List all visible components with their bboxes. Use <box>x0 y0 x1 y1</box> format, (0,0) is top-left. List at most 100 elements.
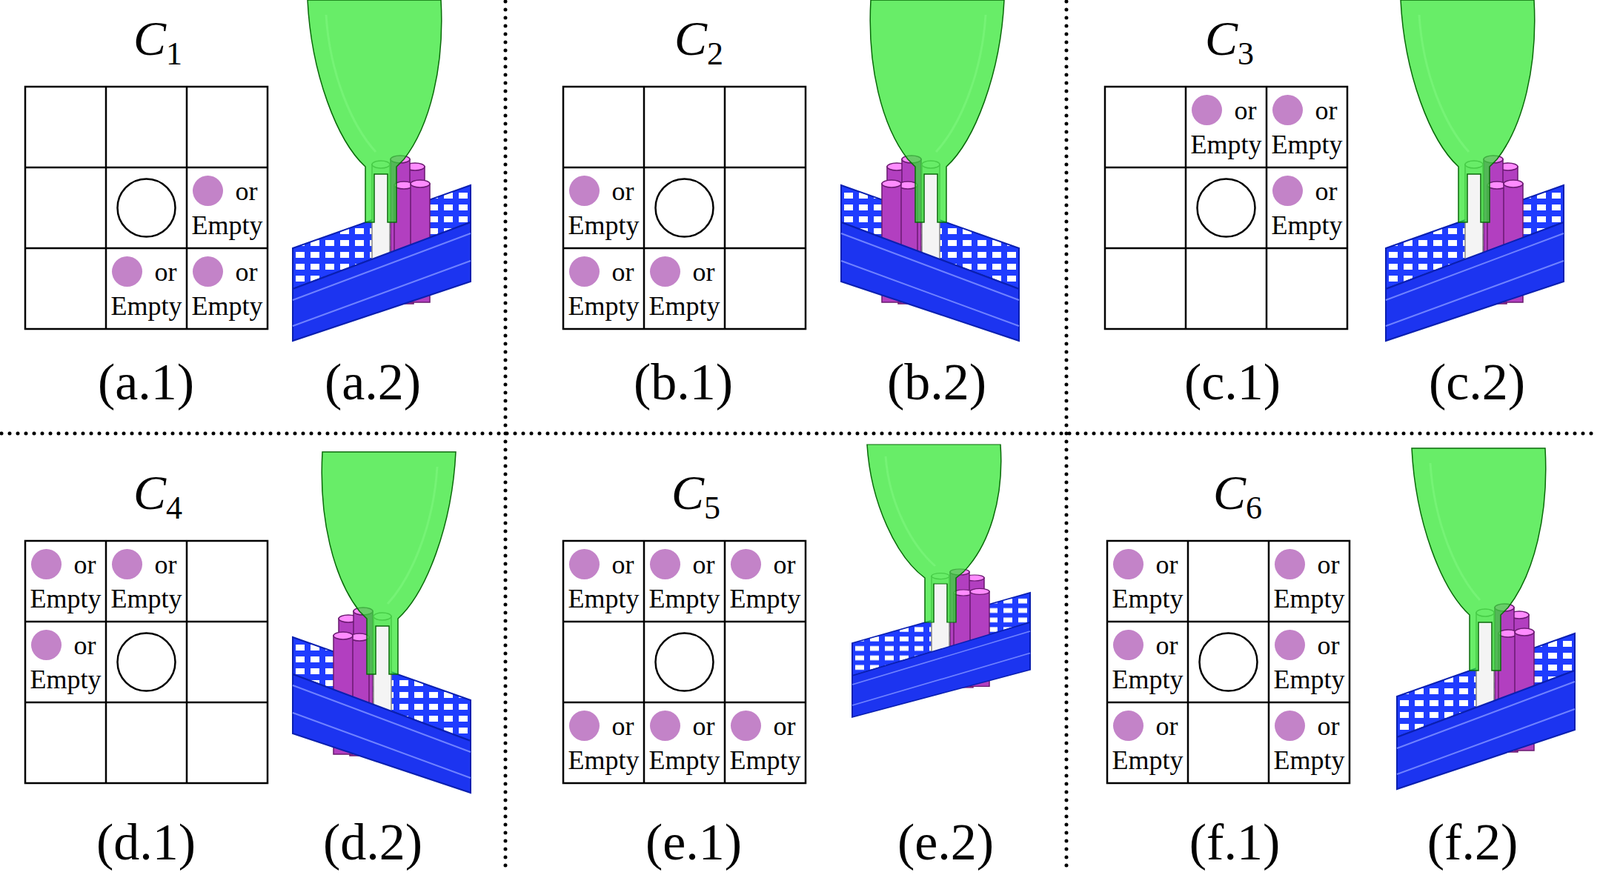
panel-label: (b.2) <box>887 356 987 409</box>
tube-marker <box>569 710 600 742</box>
tube-marker <box>730 549 762 580</box>
cell-text: or Empty <box>1266 86 1348 162</box>
tube-marker <box>31 629 62 661</box>
panel-label: (c.1) <box>1184 356 1281 409</box>
grid-cell: or Empty <box>644 702 725 784</box>
grid <box>1104 86 1348 330</box>
grid-cell: or Empty <box>1266 167 1348 249</box>
tube-marker <box>1191 94 1223 126</box>
tube-marker <box>1272 94 1303 126</box>
title-letter: C <box>133 465 167 520</box>
title-subscript: 3 <box>1237 35 1254 72</box>
cell-text: or Empty <box>724 540 806 616</box>
panel-label: (a.2) <box>324 356 421 409</box>
cell-text: or Empty <box>1107 702 1188 778</box>
panel-title: C4 <box>133 468 183 518</box>
tube-marker <box>192 256 224 287</box>
gripper-scene <box>1396 448 1575 790</box>
tube-marker <box>111 256 143 287</box>
grid-cell: or Empty <box>1107 702 1188 784</box>
cell-text: or Empty <box>105 248 187 324</box>
cell-text: or Empty <box>644 248 725 324</box>
tube-marker <box>1274 710 1306 742</box>
cell-text: or Empty <box>1266 167 1348 243</box>
grid-cell: or Empty <box>1185 86 1267 168</box>
title-subscript: 6 <box>1245 489 1263 527</box>
tube-marker <box>1113 629 1144 661</box>
grid-cell: or Empty <box>1268 621 1350 703</box>
tube-marker <box>569 175 600 207</box>
panel-label: (a.1) <box>97 356 195 409</box>
cell-text: or Empty <box>1268 621 1350 697</box>
grid-cell: or Empty <box>25 540 106 622</box>
grid <box>25 86 268 330</box>
panel-title: C6 <box>1213 468 1263 518</box>
tube-marker <box>31 549 62 580</box>
grid-cell: or Empty <box>105 248 187 330</box>
tube-marker <box>192 175 224 207</box>
panel-label: (f.1) <box>1189 816 1280 869</box>
tube-marker <box>1274 629 1306 661</box>
title-subscript: 4 <box>166 489 183 527</box>
panel-label: (b.1) <box>633 356 733 409</box>
grid-cell: or Empty <box>186 167 268 249</box>
tube-marker <box>1274 549 1306 580</box>
tube-marker <box>649 710 681 742</box>
grid-cell: or Empty <box>1268 540 1350 622</box>
grid-cell: or Empty <box>563 248 645 330</box>
grid-cell: or Empty <box>644 540 725 622</box>
title-subscript: 5 <box>704 489 721 527</box>
title-letter: C <box>133 11 167 66</box>
grid <box>1107 540 1350 784</box>
cell-text: or Empty <box>563 540 645 616</box>
tube-marker <box>1113 549 1144 580</box>
cell-text: or Empty <box>644 540 725 616</box>
grid-cell: or Empty <box>1266 86 1348 168</box>
tube-marker <box>1272 175 1303 207</box>
cell-text: or Empty <box>644 702 725 778</box>
title-subscript: 1 <box>166 35 183 72</box>
grid-cell: or Empty <box>644 248 725 330</box>
panel-label: (e.1) <box>645 816 742 869</box>
grid-cell: or Empty <box>724 540 806 622</box>
grid-cell: or Empty <box>25 621 106 703</box>
panel-title: C5 <box>671 468 721 518</box>
cell-text: or Empty <box>105 540 187 616</box>
gripper-scene <box>852 444 1031 718</box>
grid-cell: or Empty <box>1268 702 1350 784</box>
title-letter: C <box>674 11 707 66</box>
gripper-scene <box>292 0 471 341</box>
gripper-scene <box>841 0 1019 341</box>
grid-cell: or Empty <box>1107 621 1188 703</box>
panel-title: C2 <box>674 14 724 63</box>
panel-label: (c.2) <box>1428 356 1526 409</box>
grid-cell: or Empty <box>724 702 806 784</box>
grid-cell: or Empty <box>563 540 645 622</box>
title-letter: C <box>671 465 705 520</box>
cell-text: or Empty <box>563 702 645 778</box>
panel-label: (d.1) <box>96 816 196 869</box>
cell-text: or Empty <box>724 702 806 778</box>
cell-text: or Empty <box>25 621 106 697</box>
cell-text: or Empty <box>25 540 106 616</box>
tube-marker <box>1113 710 1144 742</box>
cell-text: or Empty <box>1185 86 1267 162</box>
panel-title: C3 <box>1205 14 1254 63</box>
grid-cell: or Empty <box>563 702 645 784</box>
grid-cell: or Empty <box>1107 540 1188 622</box>
title-subscript: 2 <box>706 35 724 72</box>
cell-text: or Empty <box>1268 540 1350 616</box>
cell-text: or Empty <box>186 248 268 324</box>
panel-label: (d.2) <box>323 816 423 869</box>
grid-cell: or Empty <box>105 540 187 622</box>
title-letter: C <box>1213 465 1246 520</box>
tube-marker <box>569 549 600 580</box>
tube-marker <box>649 256 681 287</box>
panel-title: C1 <box>133 14 183 63</box>
grid <box>563 540 806 784</box>
gripper-scene <box>292 452 471 793</box>
grid <box>563 86 806 330</box>
